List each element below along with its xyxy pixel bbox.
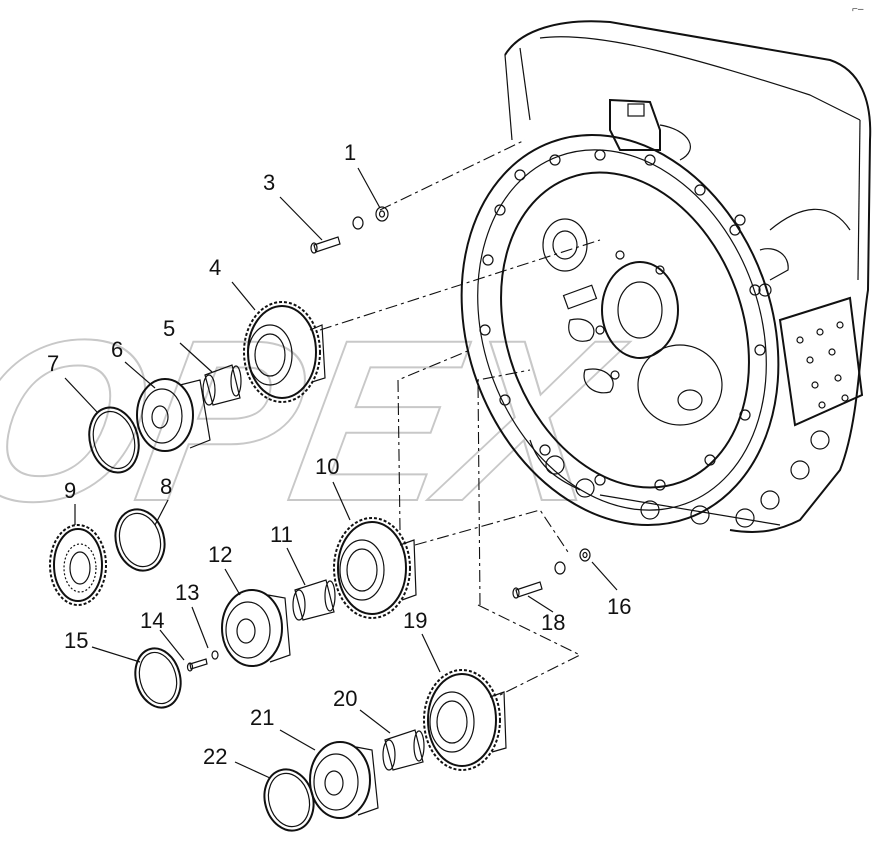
part-7-snap-ring [88, 406, 140, 474]
callout-7: 7 [47, 351, 59, 376]
part-20-sleeve [382, 729, 425, 771]
callout-5: 5 [163, 316, 175, 341]
part-6-bearing [136, 378, 211, 452]
part-16-washer [579, 548, 591, 562]
callout-6: 6 [111, 337, 123, 362]
watermark: OPEX [0, 293, 640, 550]
assembly-axis-lines [319, 139, 601, 696]
leader-lines [64, 167, 618, 779]
callout-15: 15 [64, 628, 88, 653]
part-10-gear [333, 517, 417, 619]
callout-13: 13 [175, 580, 199, 605]
flange-bolt-holes [479, 149, 766, 491]
part-4-gear [243, 301, 326, 403]
part-5-sleeve [202, 364, 242, 406]
callout-labels: 1 3 4 5 6 7 8 9 10 11 12 13 14 15 16 18 … [47, 140, 631, 769]
part-lockwasher-lower [554, 561, 566, 575]
callout-10: 10 [315, 454, 339, 479]
part-15-snap-ring [134, 647, 182, 709]
callout-20: 20 [333, 686, 357, 711]
part-19-gear [423, 669, 507, 771]
callout-22: 22 [203, 744, 227, 769]
callout-14: 14 [140, 608, 164, 633]
callout-16: 16 [607, 594, 631, 619]
part-9-gear [49, 524, 107, 606]
part-13-washer [211, 650, 219, 660]
part-11-sleeve [292, 579, 336, 621]
callout-8: 8 [160, 474, 172, 499]
part-12-bearing [221, 589, 291, 667]
part-14-screw [186, 658, 208, 672]
part-22-snap-ring [263, 768, 315, 832]
part-18-bolt [512, 581, 543, 599]
callout-9: 9 [64, 478, 76, 503]
callout-1: 1 [344, 140, 356, 165]
callout-11: 11 [270, 522, 293, 547]
callout-19: 19 [403, 608, 427, 633]
callout-4: 4 [209, 255, 221, 280]
corner-mark: ⌐– [852, 4, 864, 15]
callout-18: 18 [541, 610, 565, 635]
part-8-snap-ring [114, 508, 166, 572]
part-lockwasher-upper [352, 216, 364, 230]
callout-3: 3 [263, 170, 275, 195]
part-1-washer [375, 206, 389, 222]
part-3-bolt [310, 236, 341, 254]
part-21-bearing [309, 741, 379, 819]
callout-12: 12 [208, 542, 232, 567]
callout-21: 21 [250, 705, 274, 730]
